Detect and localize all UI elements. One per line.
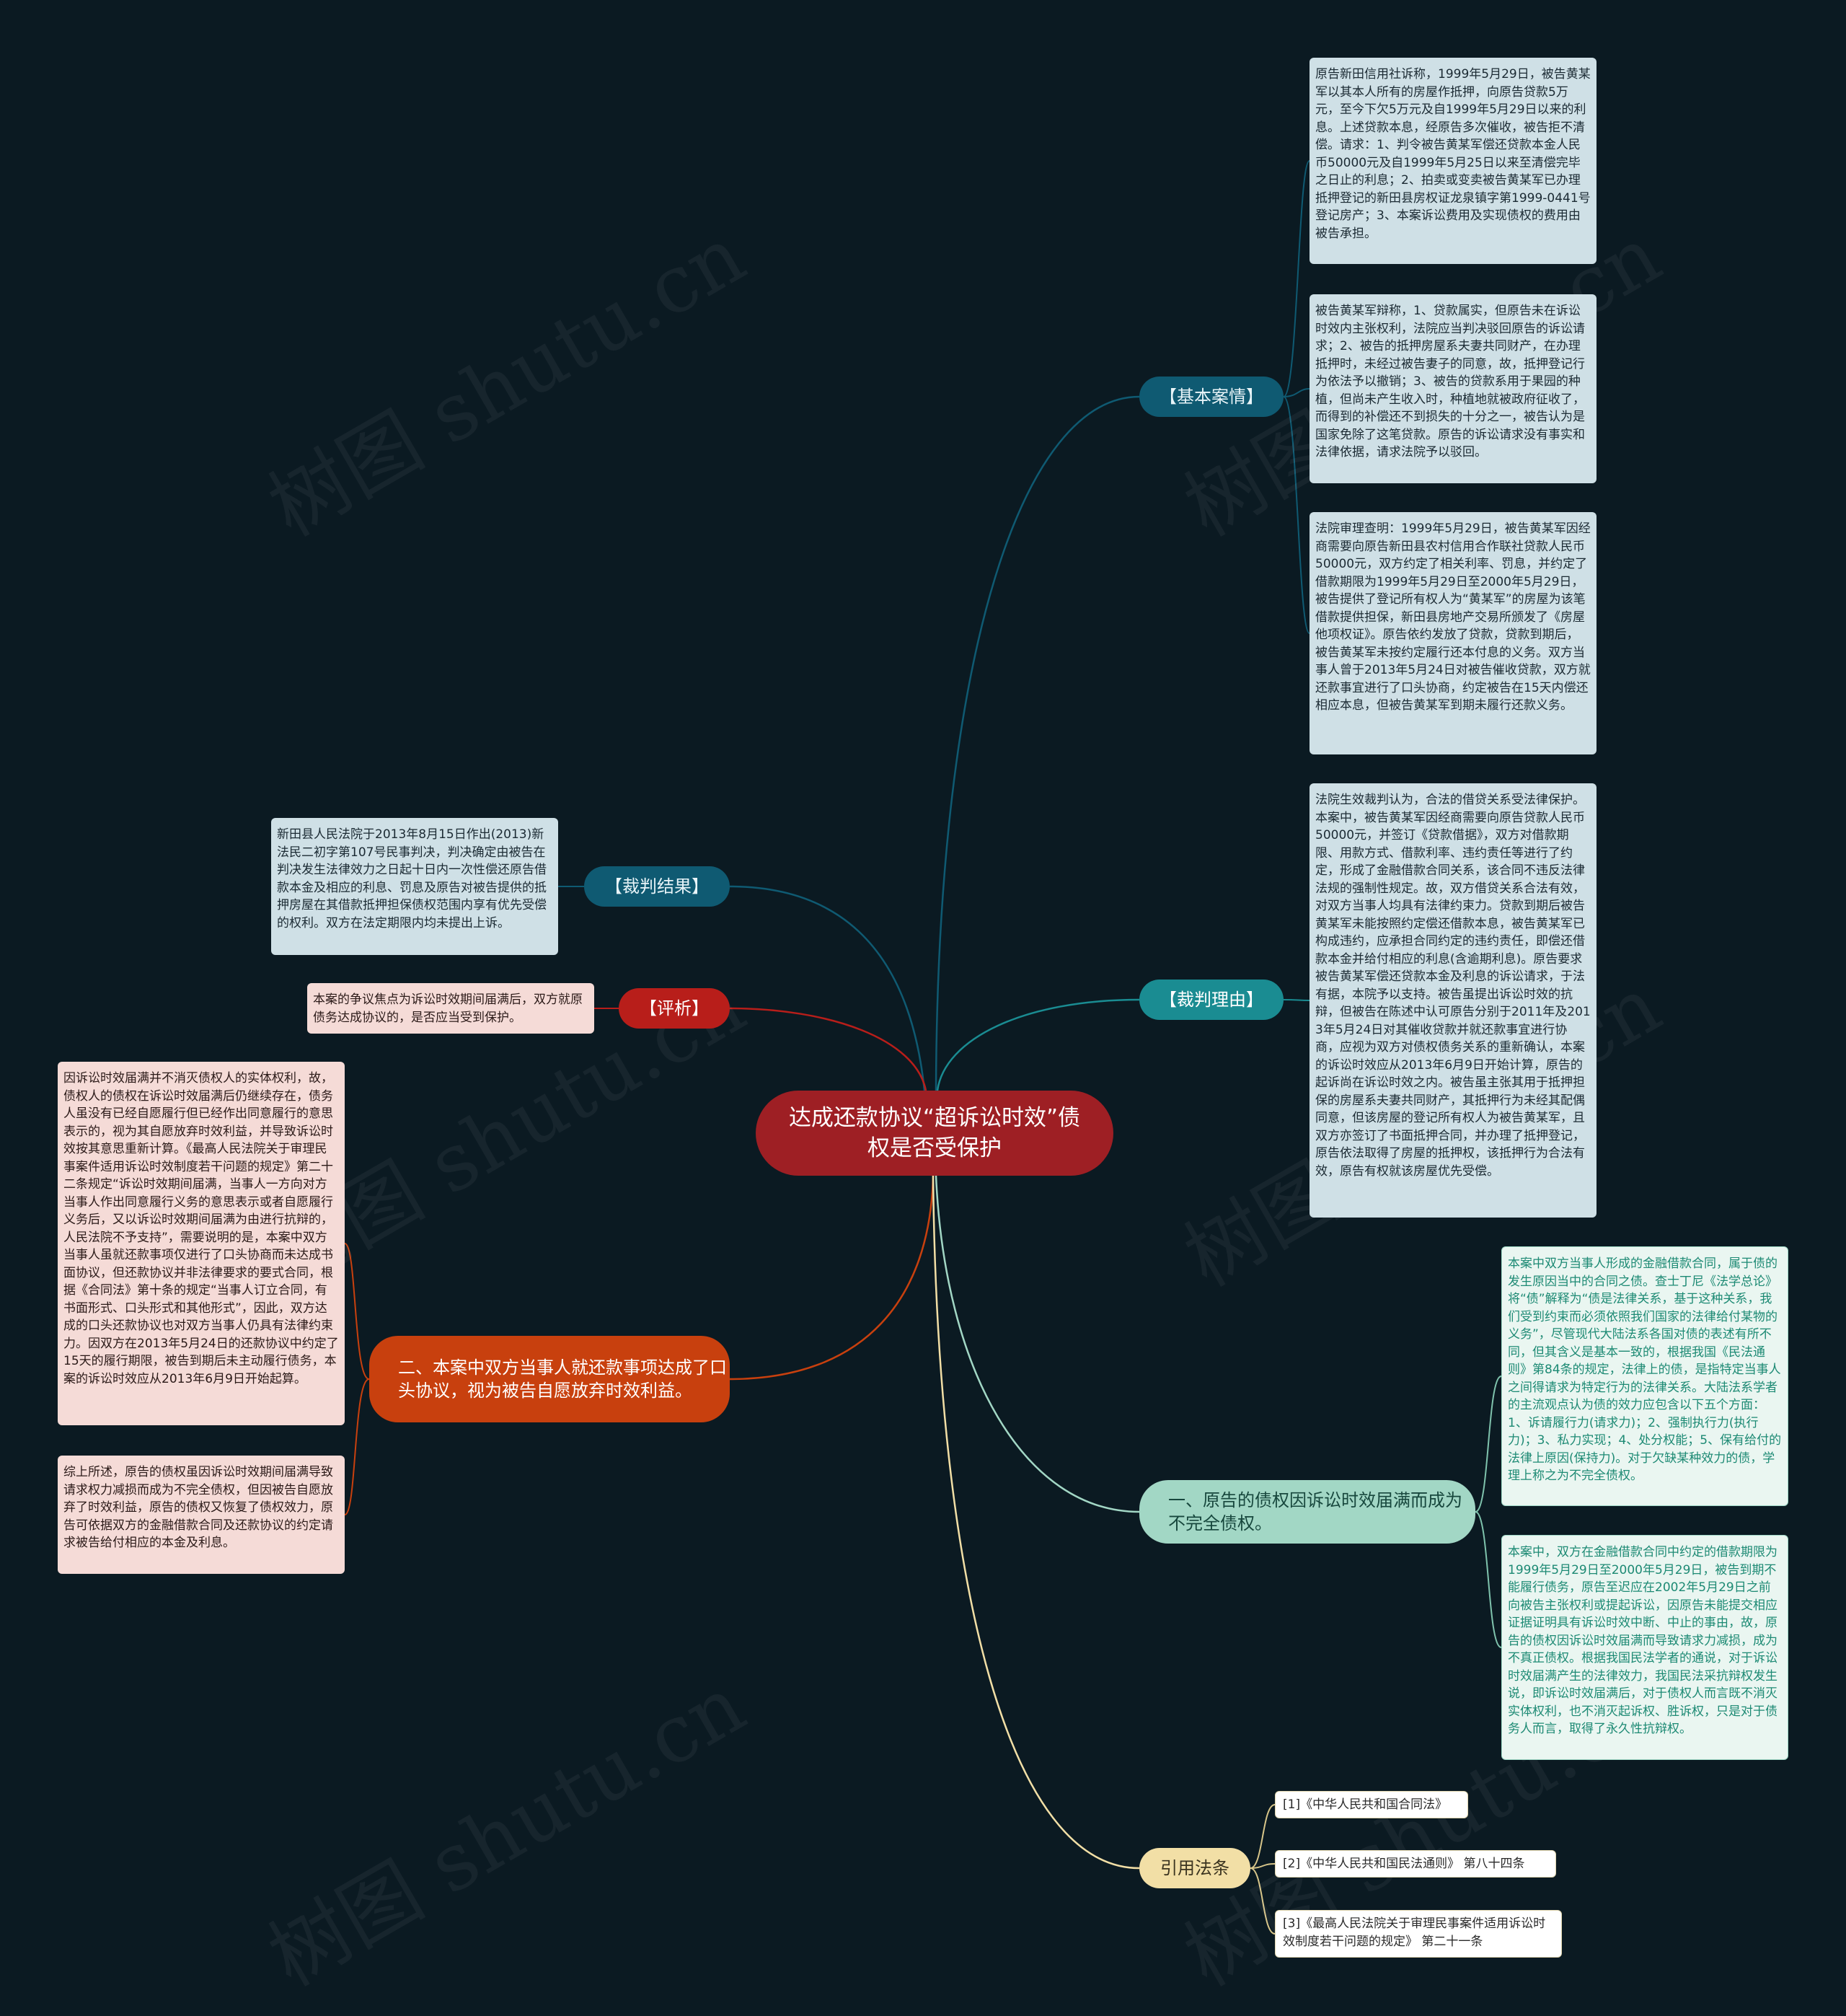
branch-judgment-reason[interactable]: 【裁判理由】	[1139, 980, 1284, 1020]
link-basic-leaf	[1283, 396, 1310, 634]
link-laws-leaf	[1250, 1863, 1276, 1869]
leaf-point-two-summary: 综上所述，原告的债权虽因诉讼时效期间届满导致请求权力减损而成为不完全债权，但因被…	[58, 1456, 345, 1574]
law-item[interactable]: [2]《中华人民共和国民法通则》 第八十四条	[1275, 1850, 1556, 1878]
leaf-point-one-theory: 本案中双方当事人形成的金融借款合同，属于债的发生原因当中的合同之债。查士丁尼《法…	[1501, 1246, 1788, 1506]
branch-point-two[interactable]: 二、本案中双方当事人就还款事项达成了口头协议，视为被告自愿放弃时效利益。	[369, 1336, 730, 1422]
branch-cited-laws[interactable]: 引用法条	[1139, 1848, 1250, 1888]
link-root-comment	[729, 1007, 927, 1091]
law-item[interactable]: [1]《中华人民共和国合同法》	[1275, 1791, 1468, 1818]
link-root-laws	[932, 1175, 1140, 1870]
leaf-point-two-analysis: 因诉讼时效届满并不消灭债权人的实体权利，故，债权人的债权在诉讼时效届满后仍继续存…	[58, 1062, 345, 1425]
branch-basic-facts[interactable]: 【基本案情】	[1139, 377, 1284, 417]
leaf-judgment-reason: 法院生效裁判认为，合法的借贷关系受法律保护。本案中，被告黄某军因经商需要向原告贷…	[1310, 783, 1597, 1218]
link-root-point2	[729, 1175, 935, 1381]
leaf-point-one-application: 本案中，双方在金融借款合同中约定的借款期限为1999年5月29日至2000年5月…	[1501, 1535, 1788, 1760]
link-root-basic	[935, 395, 1140, 1091]
link-point2-leaf	[344, 1378, 370, 1515]
link-laws-leaf	[1250, 1804, 1276, 1869]
leaf-comment: 本案的争议焦点为诉讼时效期间届满后，双方就原债务达成协议的，是否应当受到保护。	[307, 983, 594, 1034]
link-root-reason	[936, 998, 1140, 1091]
link-basic-leaf	[1283, 388, 1310, 397]
branch-point-one[interactable]: 一、原告的债权因诉讼时效届满而成为不完全债权。	[1139, 1480, 1475, 1544]
link-laws-leaf	[1250, 1867, 1276, 1934]
root-topic[interactable]: 达成还款协议“超诉讼时效”债权是否受保护	[756, 1091, 1113, 1176]
link-root-point1	[935, 1175, 1140, 1513]
link-basic-leaf	[1283, 160, 1310, 397]
leaf-basic-defendant-defense: 被告黄某军辩称，1、贷款属实，但原告未在诉讼时效内主张权利，法院应当判决驳回原告…	[1310, 294, 1597, 483]
leaf-basic-plaintiff-claim: 原告新田信用社诉称，1999年5月29日，被告黄某军以其本人所有的房屋作抵押，向…	[1310, 58, 1597, 264]
link-point2-leaf	[344, 1243, 370, 1380]
branch-comment[interactable]: 【评析】	[619, 988, 730, 1029]
link-point1-leaf	[1475, 1375, 1502, 1513]
leaf-judgment-result: 新田县人民法院于2013年8月15日作出(2013)新法民二初字第107号民事判…	[271, 818, 558, 955]
branch-judgment-result[interactable]: 【裁判结果】	[584, 866, 730, 907]
link-point1-leaf	[1475, 1511, 1502, 1648]
link-root-result	[729, 885, 926, 1091]
leaf-basic-court-findings: 法院审理查明：1999年5月29日，被告黄某军因经商需要向原告新田县农村信用合作…	[1310, 512, 1597, 754]
law-item[interactable]: [3]《最高人民法院关于审理民事案件适用诉讼时效制度若干问题的规定》 第二十一条	[1275, 1910, 1562, 1958]
